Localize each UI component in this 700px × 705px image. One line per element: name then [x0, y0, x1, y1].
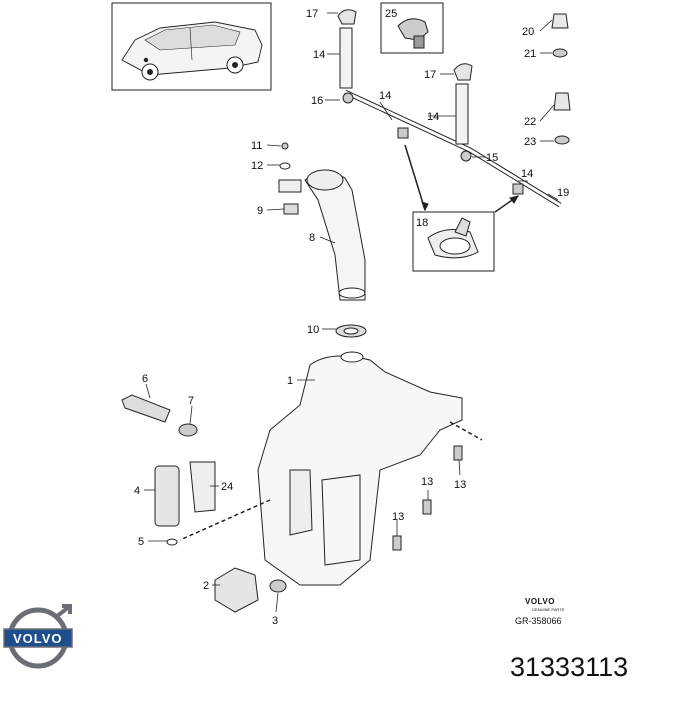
callout-25: 25 — [385, 8, 397, 20]
filler-neck — [278, 142, 367, 338]
washer-hoses — [337, 9, 562, 213]
callout-14b: 14 — [379, 90, 391, 102]
brand-stamp: VOLVO GENUINE PARTS GR-358066 — [515, 597, 565, 626]
callout-9: 9 — [257, 205, 263, 217]
callout-21: 21 — [524, 48, 536, 60]
logo-text: VOLVO — [13, 631, 63, 646]
callout-13b: 13 — [454, 479, 466, 491]
callout-8: 8 — [309, 232, 315, 244]
brand-subtitle: GENUINE PARTS — [532, 607, 565, 612]
callout-22: 22 — [524, 116, 536, 128]
callout-13a: 13 — [421, 476, 433, 488]
callout-14a: 14 — [313, 49, 325, 61]
callout-17b: 17 — [424, 69, 436, 81]
callout-3: 3 — [272, 615, 278, 627]
callout-15: 15 — [486, 152, 498, 164]
car-thumbnail — [111, 2, 272, 91]
callout-18: 18 — [416, 217, 428, 229]
clips-20-23 — [551, 13, 571, 145]
callout-12: 12 — [251, 160, 263, 172]
brand-name: VOLVO — [525, 597, 555, 606]
diagram-code: GR-358066 — [515, 616, 562, 626]
leader-lines — [144, 12, 559, 613]
sensor-pump-parts — [121, 394, 463, 613]
washer-reservoir — [179, 351, 483, 586]
callout-17a: 17 — [306, 8, 318, 20]
callout-5: 5 — [138, 536, 144, 548]
part-25-box — [380, 2, 444, 54]
callout-numbers: 17 14 16 14 17 14 15 14 19 25 18 20 21 2… — [134, 8, 569, 627]
callout-13c: 13 — [392, 511, 404, 523]
callout-23: 23 — [524, 136, 536, 148]
callout-24: 24 — [221, 481, 233, 493]
callout-14d: 14 — [521, 168, 533, 180]
callout-19: 19 — [557, 187, 569, 199]
callout-7: 7 — [188, 395, 194, 407]
part-number: 31333113 — [510, 652, 628, 682]
callout-14c: 14 — [427, 111, 439, 123]
callout-4: 4 — [134, 485, 140, 497]
callout-1: 1 — [287, 375, 293, 387]
callout-16: 16 — [311, 95, 323, 107]
part-18-box — [412, 211, 495, 272]
callout-11: 11 — [251, 140, 262, 152]
volvo-logo: VOLVO — [3, 604, 73, 669]
callout-2: 2 — [203, 580, 209, 592]
callout-10: 10 — [307, 324, 319, 336]
callout-6: 6 — [142, 373, 148, 385]
callout-20: 20 — [522, 26, 534, 38]
